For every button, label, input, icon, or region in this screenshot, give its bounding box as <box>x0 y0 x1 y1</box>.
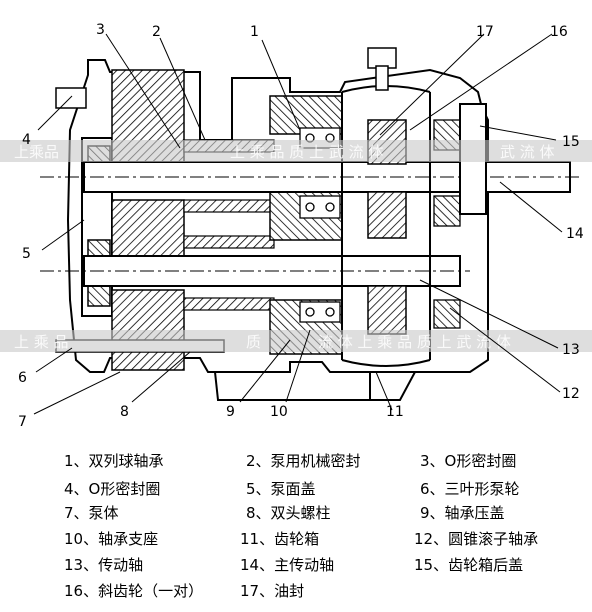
pump-cross-section-diagram: 上乘品 上 乘 品 质 上 武 流 体 武 流 体 上 乘 品 质 流 体 上 … <box>0 22 592 430</box>
legend-item: 12、圆锥滚子轴承 <box>414 530 539 548</box>
watermark: 上乘品 上 乘 品 质 上 武 流 体 武 流 体 上 乘 品 质 流 体 上 … <box>0 140 592 352</box>
callout-7: 7 <box>18 414 27 430</box>
legend-item: 8、双头螺柱 <box>246 504 331 522</box>
shaft-centerlines <box>40 176 580 272</box>
tapered-roller-bearing <box>433 119 461 329</box>
legend-item: 5、泵面盖 <box>246 480 316 498</box>
top-vent-plug <box>367 47 397 91</box>
legend-item: 9、轴承压盖 <box>420 504 505 522</box>
pump-body-block <box>111 69 185 371</box>
callout-15: 15 <box>562 134 580 150</box>
callout-13: 13 <box>562 342 580 358</box>
watermark-text: 质 <box>246 333 261 351</box>
legend-item: 11、齿轮箱 <box>240 530 320 548</box>
callout-9: 9 <box>226 404 235 420</box>
callout-numbers: 1 2 3 4 5 6 7 8 9 10 11 12 13 14 15 16 1… <box>18 22 584 430</box>
callout-8: 8 <box>120 404 129 420</box>
callout-11: 11 <box>386 404 404 420</box>
callout-3: 3 <box>96 22 105 38</box>
parts-legend: 1、双列球轴承 2、泵用机械密封 3、O形密封圈 4、O形密封圈 5、泵面盖 6… <box>0 440 592 612</box>
legend-item: 7、泵体 <box>64 504 119 522</box>
legend-item: 2、泵用机械密封 <box>246 452 361 470</box>
double-row-ball-bearing <box>299 127 341 323</box>
watermark-text: 流 体 上 乘 品 质 上 武 流 体 <box>318 333 511 351</box>
callout-6: 6 <box>18 370 27 386</box>
callout-14: 14 <box>566 226 584 242</box>
legend-item: 6、三叶形泵轮 <box>420 480 520 498</box>
legend-item: 3、O形密封圈 <box>420 452 517 470</box>
watermark-text: 上 乘 品 <box>14 333 69 351</box>
legend-item: 13、传动轴 <box>64 556 144 574</box>
legend-item: 17、油封 <box>240 582 305 600</box>
callout-17: 17 <box>476 24 494 40</box>
callout-16: 16 <box>550 24 568 40</box>
callout-10: 10 <box>270 404 288 420</box>
legend-item: 15、齿轮箱后盖 <box>414 556 524 574</box>
legend-item: 10、轴承支座 <box>64 530 159 548</box>
watermark-text: 武 流 体 <box>500 143 555 161</box>
legend-item: 16、斜齿轮（一对） <box>64 582 204 600</box>
legend-item: 1、双列球轴承 <box>64 452 164 470</box>
callout-4: 4 <box>22 132 31 148</box>
callout-2: 2 <box>152 24 161 40</box>
legend-item: 14、主传动轴 <box>240 556 335 574</box>
callout-12: 12 <box>562 386 580 402</box>
watermark-text: 上 乘 品 质 上 武 流 体 <box>230 143 383 161</box>
gearbox <box>341 85 431 367</box>
legend-item: 4、O形密封圈 <box>64 480 161 498</box>
callout-5: 5 <box>22 246 31 262</box>
watermark-text: 上乘品 <box>14 143 59 161</box>
leader-lines <box>33 33 563 415</box>
callout-1: 1 <box>250 24 259 40</box>
